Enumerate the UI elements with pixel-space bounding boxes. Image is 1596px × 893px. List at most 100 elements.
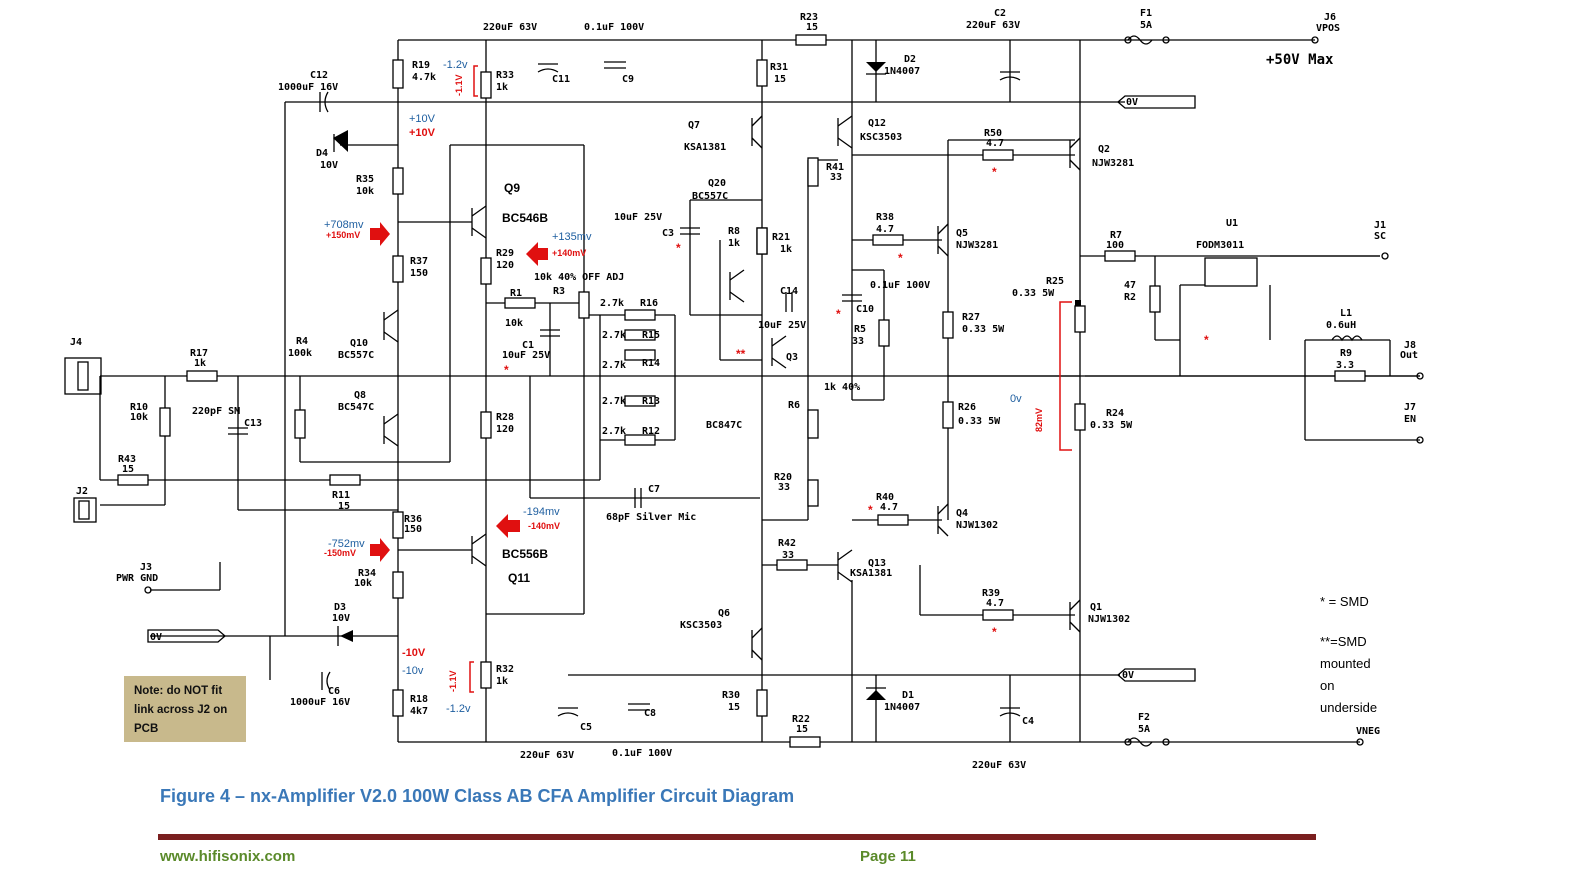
annot-150a: +150mV xyxy=(326,230,360,240)
label-r32: R32 xyxy=(496,664,514,675)
label-r38: R38 xyxy=(876,212,894,223)
label-r42-value: 33 xyxy=(782,550,794,561)
label-j7-name: EN xyxy=(1404,414,1416,425)
label-r28: R28 xyxy=(496,412,514,423)
label-q12-type: KSC3503 xyxy=(860,132,902,143)
diodes xyxy=(333,62,886,700)
label-r7: R7 xyxy=(1110,230,1122,241)
svg-text:*: * xyxy=(992,165,997,179)
label-d3: D3 xyxy=(334,602,346,613)
label-q8-type: BC547C xyxy=(338,402,374,413)
label-r5: R5 xyxy=(854,324,866,335)
label-r39: R39 xyxy=(982,588,1000,599)
label-r31-value: 15 xyxy=(774,74,786,85)
label-zv-bottom: 0V xyxy=(1122,670,1134,681)
svg-text:*: * xyxy=(992,625,997,639)
label-r9-value: 3.3 xyxy=(1336,360,1354,371)
label-r25: R25 xyxy=(1046,276,1064,287)
label-r3: R3 xyxy=(553,286,565,297)
svg-text:*: * xyxy=(504,363,509,377)
annot-pos10b: +10V xyxy=(409,127,436,139)
label-r20-value: 33 xyxy=(778,482,790,493)
label-r39-value: 4.7 xyxy=(986,598,1004,609)
wires xyxy=(99,39,1420,743)
label-d1-value: 1N4007 xyxy=(884,702,920,713)
label-r25-value: 0.33 5W xyxy=(1012,288,1055,299)
label-r10: R10 xyxy=(130,402,148,413)
label-j2: J2 xyxy=(76,486,88,497)
label-r29: R29 xyxy=(496,248,514,259)
label-c14-value: 10uF 25V xyxy=(758,320,806,331)
label-f2-value: 5A xyxy=(1138,724,1150,735)
label-r22: R22 xyxy=(792,714,810,725)
label-r43: R43 xyxy=(118,454,136,465)
label-r30-value: 15 xyxy=(728,702,740,713)
label-c13: C13 xyxy=(244,418,262,429)
label-q5-type: NJW3281 xyxy=(956,240,998,251)
label-r15-value: 2.7k xyxy=(602,330,626,341)
capacitors xyxy=(228,61,1021,717)
label-r2: R2 xyxy=(1124,292,1136,303)
label-j1-name: SC xyxy=(1374,231,1386,242)
svg-text:*: * xyxy=(676,241,681,255)
label-j3: J3 xyxy=(140,562,152,573)
label-r33-value: 1k xyxy=(496,82,508,93)
label-r18-value: 4k7 xyxy=(410,706,428,717)
label-r14: R14 xyxy=(642,358,660,369)
resistors xyxy=(117,34,1366,748)
label-r34-value: 10k xyxy=(354,578,372,589)
label-j3-name: PWR GND xyxy=(116,573,158,584)
label-r21-value: 1k xyxy=(780,244,792,255)
label-q20: Q20 xyxy=(708,178,726,189)
label-j7: J7 xyxy=(1404,402,1416,413)
label-r17: R17 xyxy=(190,348,208,359)
label-r12-value: 2.7k xyxy=(602,426,626,437)
label-q2: Q2 xyxy=(1098,144,1110,155)
annot-708: +708mv xyxy=(324,219,364,231)
label-r40-value: 4.7 xyxy=(880,502,898,513)
label-q11-type: BC556B xyxy=(502,547,548,561)
label-r36: R36 xyxy=(404,514,422,525)
label-d1: D1 xyxy=(902,690,914,701)
annot-neg10b: -10v xyxy=(402,665,424,677)
label-r23: R23 xyxy=(800,12,818,23)
label-r27: R27 xyxy=(962,312,980,323)
label-q13-type: KSA1381 xyxy=(850,568,892,579)
label-r9: R9 xyxy=(1340,348,1352,359)
legend-smd: * = SMD xyxy=(1320,594,1369,609)
footer-rule xyxy=(158,834,1316,840)
label-r11-value: 15 xyxy=(338,501,350,512)
label-q9: Q9 xyxy=(504,181,520,195)
label-u1: U1 xyxy=(1226,218,1238,229)
label-c4-value: 220uF 63V xyxy=(972,760,1026,771)
label-c12-value: 1000uF 16V xyxy=(278,82,338,93)
label-d3-value: 10V xyxy=(332,613,350,624)
label-r2-value: 47 xyxy=(1124,280,1136,291)
label-r1-value: 10k xyxy=(505,318,523,329)
label-r26: R26 xyxy=(958,402,976,413)
label-r6-adj: 1k 40% xyxy=(824,382,860,393)
voltage-annotations: -1.2v -1.1V +10V +10V +708mv +150mV +135… xyxy=(324,59,1209,715)
label-j6: J6 xyxy=(1324,12,1336,23)
label-r35: R35 xyxy=(356,174,374,185)
label-r36-value: 150 xyxy=(404,524,422,535)
label-r16-value: 2.7k xyxy=(600,298,624,309)
label-c10: C10 xyxy=(856,304,874,315)
label-r30: R30 xyxy=(722,690,740,701)
label-r32-value: 1k xyxy=(496,676,508,687)
label-vneg: VNEG xyxy=(1356,726,1380,737)
label-c3: C3 xyxy=(662,228,674,239)
misc-parts xyxy=(64,35,1424,747)
label-c7-value: 68pF Silver Mic xyxy=(606,511,696,523)
label-r40: R40 xyxy=(876,492,894,503)
label-zv-left: 0V xyxy=(150,632,162,643)
annot-752: -752mv xyxy=(328,538,365,550)
label-r19-value: 4.7k xyxy=(412,72,436,83)
annot-150b: -150mV xyxy=(324,548,356,558)
label-c5-value: 220uF 63V xyxy=(520,750,574,761)
label-d4-value: 10V xyxy=(320,160,338,171)
annot-140a: +140mV xyxy=(552,248,586,258)
label-j8: J8 xyxy=(1404,340,1416,351)
legend-smd2-l4: underside xyxy=(1320,700,1377,715)
annot-135: +135mv xyxy=(552,231,592,243)
